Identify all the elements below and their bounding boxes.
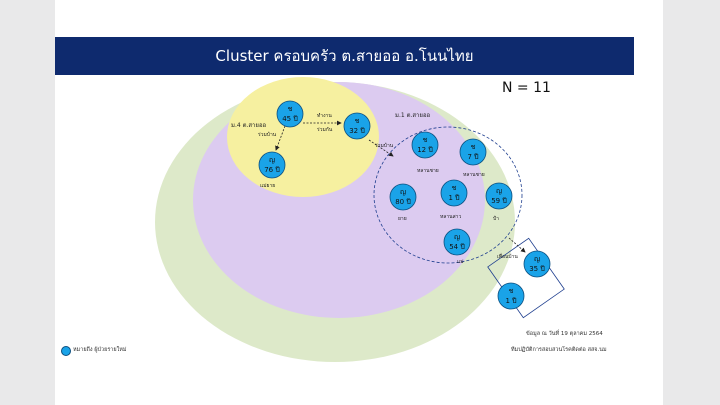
person-node: ช 45 ปี xyxy=(276,100,304,128)
person-node: ญ 76 ปี xyxy=(258,151,286,179)
relation-label: ทำงาน xyxy=(317,113,332,119)
person-sex: ช xyxy=(423,136,428,144)
person-age: 35 ปี xyxy=(529,265,545,273)
edge-32-household xyxy=(368,139,394,157)
person-node: ช 1 ปี xyxy=(497,282,525,310)
person-age: 45 ปี xyxy=(282,115,298,123)
relation-label: หลานสาว xyxy=(440,214,461,220)
person-node: ช 32 ปี xyxy=(343,112,371,140)
person-node: ญ 35 ปี xyxy=(523,250,551,278)
team-credit: ทีมปฏิบัติการสอบสวนโรคติดต่อ สสจ.นม xyxy=(511,347,607,353)
person-age: 76 ปี xyxy=(264,166,280,174)
person-node: ช 12 ปี xyxy=(411,131,439,159)
person-age: 7 ปี xyxy=(467,153,479,161)
relation-label: ร่วมบ้าน xyxy=(375,142,394,149)
person-age: 1 ปี xyxy=(505,297,517,305)
edge-45-76 xyxy=(275,125,286,151)
legend-new-case-icon xyxy=(61,346,71,356)
person-node: ญ 54 ปี xyxy=(443,228,471,256)
slide-title: Cluster ครอบครัว ต.สายออ อ.โนนไทย xyxy=(215,47,474,65)
relation-label: ร่วมบ้าน xyxy=(258,131,277,138)
relation-label: หลานชาย xyxy=(463,172,485,178)
person-node: ญ 59 ปี xyxy=(485,182,513,210)
data-source-note: ข้อมูล ณ วันที่ 19 ตุลาคม 2564 xyxy=(526,331,603,337)
person-node: ญ 80 ปี xyxy=(389,183,417,211)
relation-label: ยาย xyxy=(398,216,407,222)
person-age: 80 ปี xyxy=(395,198,411,206)
edge-household-neighbor xyxy=(508,237,526,253)
slide: Cluster ครอบครัว ต.สายออ อ.โนนไทย N = 11… xyxy=(55,0,663,405)
relation-label: ร่วมกัน xyxy=(317,127,333,133)
person-age: 12 ปี xyxy=(417,146,433,154)
zone-label-m1: ม.1 ต.สายออ xyxy=(395,112,431,119)
cluster-diagram: ม.4 ต.สายออ ม.1 ต.สายออ ร่วมบ้าน ทำงาน ร… xyxy=(155,77,565,362)
person-sex: ช xyxy=(509,287,514,295)
relation-label: แม่ xyxy=(457,259,464,265)
relation-label: หลานชาย xyxy=(417,168,439,174)
relation-label: เพื่อนบ้าน xyxy=(497,253,518,260)
legend-label: หมายถึง ผู้ป่วยรายใหม่ xyxy=(73,347,127,353)
person-sex: ช xyxy=(355,117,360,125)
person-age: 1 ปี xyxy=(448,194,460,202)
case-count: N = 11 xyxy=(502,80,551,96)
person-sex: ญ xyxy=(496,187,502,195)
title-bar: Cluster ครอบครัว ต.สายออ อ.โนนไทย xyxy=(55,37,634,75)
person-node: ช 1 ปี xyxy=(440,179,468,207)
person-node: ช 7 ปี xyxy=(459,138,487,166)
relation-label: ป้า xyxy=(493,215,499,222)
m1-household-zone xyxy=(373,126,523,264)
person-age: 54 ปี xyxy=(449,243,465,251)
person-sex: ช xyxy=(288,105,293,113)
person-sex: ญ xyxy=(269,156,275,164)
person-sex: ญ xyxy=(534,255,540,263)
person-sex: ช xyxy=(471,143,476,151)
person-age: 59 ปี xyxy=(491,197,507,205)
person-age: 32 ปี xyxy=(349,127,365,135)
zone-label-m4: ม.4 ต.สายออ xyxy=(231,122,267,129)
person-sex: ช xyxy=(452,184,457,192)
person-sex: ญ xyxy=(454,233,460,241)
relation-label: แม่ยาย xyxy=(260,183,275,189)
person-sex: ญ xyxy=(400,188,406,196)
